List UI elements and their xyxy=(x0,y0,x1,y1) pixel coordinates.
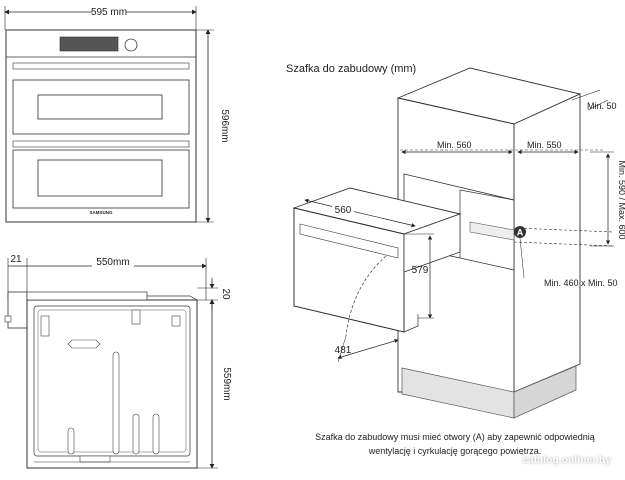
control-knob-icon xyxy=(124,38,138,52)
front-width-label: 595 mm xyxy=(91,7,127,18)
side-depth-label: 550mm xyxy=(96,257,129,268)
front-view: 595 mm SAMSUNG 596mm xyxy=(4,4,230,223)
oven-depth-label: 481 xyxy=(335,345,352,356)
control-display xyxy=(59,36,119,52)
min-560-label: Min. 560 xyxy=(437,140,472,150)
marker-a-label: A xyxy=(517,228,524,238)
side-view: 21 550mm 20 559mm xyxy=(4,254,232,469)
side-offset-label: 21 xyxy=(10,254,22,265)
side-height-label: 559mm xyxy=(221,367,232,400)
note-line-2: wentylację i cyrkulację gorącego powietr… xyxy=(368,446,542,456)
opening-size-label: Min. 460 x Min. 50 xyxy=(544,278,618,288)
min-50-label: Min. 50 xyxy=(587,101,617,111)
opening-marker-a-icon xyxy=(514,226,526,238)
side-top-gap-label: 20 xyxy=(220,288,231,300)
oven-height-label: 579 xyxy=(412,265,429,276)
min-550-label: Min. 550 xyxy=(527,140,562,150)
cabinet-view: Szafka do zabudowy (mm) Min. 50 Min. 560… xyxy=(286,63,625,419)
height-range-label: Min. 590 / Max. 600 xyxy=(617,160,625,239)
ventilation-note: Szafka do zabudowy musi mieć otwory (A) … xyxy=(300,430,610,458)
note-line-1: Szafka do zabudowy musi mieć otwory (A) … xyxy=(315,432,595,442)
front-height-label: 596mm xyxy=(219,109,230,142)
oven-width-label: 560 xyxy=(335,205,352,216)
brand-logo: SAMSUNG xyxy=(89,210,113,215)
watermark: catalog.onliner.by xyxy=(522,455,611,466)
cabinet-title: Szafka do zabudowy (mm) xyxy=(286,63,416,75)
